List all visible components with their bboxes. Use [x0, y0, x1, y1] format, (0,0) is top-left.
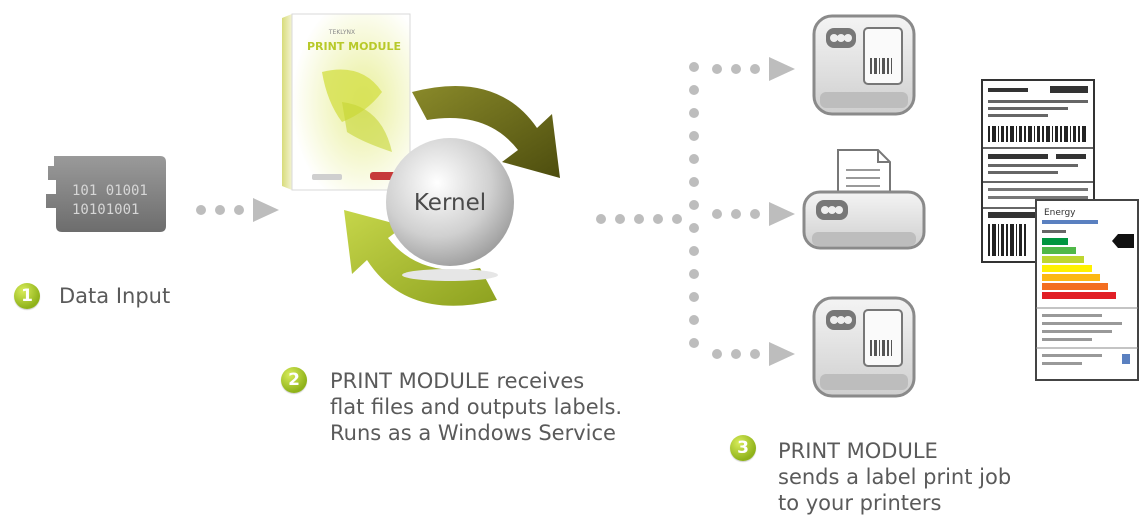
box-brand-text: TEKLYNX — [328, 29, 355, 36]
flow-distribution-line — [689, 62, 701, 362]
step-3-line-1: PRINT MODULE — [778, 439, 938, 463]
energy-label-title: Energy — [1044, 208, 1076, 218]
cycle-arrows-icon: Kernel — [344, 85, 560, 306]
file-binary-line-2: 10101001 — [72, 202, 139, 218]
flow-arrow-printer-2 — [712, 202, 795, 226]
file-binary-line-1: 101 01001 — [72, 183, 148, 199]
energy-label-icon: Energy — [1035, 199, 1139, 381]
desktop-printer-icon — [802, 149, 926, 250]
step-1-text: Data Input — [59, 284, 171, 308]
step-3-text: PRINT MODULE sends a label print job to … — [778, 438, 1011, 516]
flow-dots-output — [596, 208, 691, 227]
step-3-badge: 3 — [730, 435, 756, 461]
step-1-badge: 1 — [14, 283, 40, 309]
step-2-line-2: flat files and outputs labels. — [330, 395, 623, 419]
step-2-text: PRINT MODULE receives flat files and out… — [330, 368, 622, 446]
step-2-line-1: PRINT MODULE receives — [330, 369, 585, 393]
box-title-text: PRINT MODULE — [307, 40, 401, 53]
step-2-line-3: Runs as a Windows Service — [330, 421, 616, 445]
data-file-icon: 101 01001 10101001 — [46, 156, 166, 232]
step-3-line-3: to your printers — [778, 491, 942, 515]
step-2-badge: 2 — [281, 367, 307, 393]
shipping-label-icon — [981, 79, 1095, 263]
flow-arrow-printer-3 — [712, 342, 795, 366]
kernel-label: Kernel — [414, 190, 486, 216]
flow-arrow-printer-1 — [712, 57, 795, 81]
label-printer-icon-2 — [812, 296, 916, 398]
label-printer-icon — [812, 14, 916, 116]
flow-arrow-input — [196, 198, 279, 222]
step-3-line-2: sends a label print job — [778, 465, 1012, 489]
